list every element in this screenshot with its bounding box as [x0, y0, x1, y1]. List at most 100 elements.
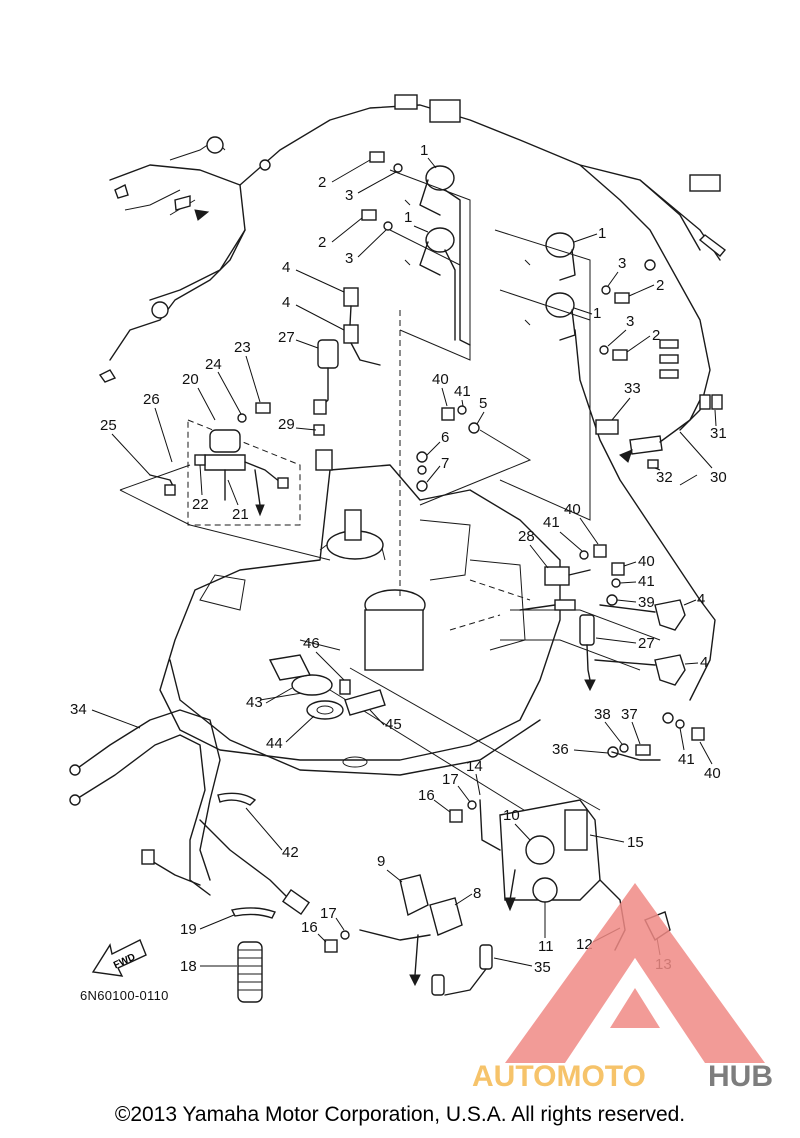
callout-3b: 3	[345, 229, 387, 267]
svg-text:4: 4	[700, 654, 708, 671]
svg-text:17: 17	[320, 905, 337, 922]
svg-text:41: 41	[678, 751, 695, 768]
callout-4b: 4	[282, 294, 345, 331]
callout-40b: 40	[564, 501, 599, 545]
svg-text:3: 3	[345, 250, 353, 267]
callout-42: 42	[245, 807, 299, 861]
callout-3d: 3	[607, 313, 634, 347]
svg-text:28: 28	[518, 528, 535, 545]
callout-31: 31	[710, 409, 727, 442]
callout-23: 23	[234, 339, 261, 403]
callout-4d: 4	[684, 654, 708, 671]
ignition-coils	[404, 165, 701, 601]
callout-11: 11	[538, 902, 554, 955]
watermark-triangle-icon	[505, 883, 765, 1063]
callout-40d: 40	[699, 741, 721, 782]
callout-6: 6	[426, 429, 449, 456]
callout-38: 38	[594, 706, 623, 745]
callout-1b: 1	[404, 209, 429, 233]
callout-28: 28	[518, 528, 549, 569]
svg-text:2: 2	[652, 327, 660, 344]
svg-text:25: 25	[100, 417, 117, 434]
svg-text:1: 1	[598, 225, 606, 242]
svg-text:1: 1	[420, 142, 428, 159]
callout-27a: 27	[278, 329, 319, 349]
svg-text:43: 43	[246, 694, 263, 711]
svg-text:2: 2	[318, 174, 326, 191]
callout-43: 43	[246, 687, 293, 711]
callout-1c: 1	[573, 225, 606, 243]
svg-text:32: 32	[656, 469, 673, 486]
callout-39: 39	[616, 594, 655, 611]
fasteners	[237, 151, 705, 953]
svg-text:2: 2	[318, 234, 326, 251]
svg-text:1: 1	[593, 305, 601, 322]
svg-text:38: 38	[594, 706, 611, 723]
callout-44: 44	[266, 715, 315, 752]
callout-40a: 40	[432, 371, 449, 407]
svg-text:7: 7	[441, 455, 449, 472]
right-connectors	[595, 339, 723, 469]
callout-3a: 3	[345, 171, 397, 204]
callout-2a: 2	[318, 159, 371, 191]
svg-text:17: 17	[442, 771, 459, 788]
callout-4a: 4	[282, 259, 345, 293]
callout-46: 46	[303, 635, 345, 681]
middle-right-parts	[519, 566, 716, 761]
svg-text:34: 34	[70, 701, 87, 718]
svg-text:27: 27	[638, 635, 655, 652]
svg-text:42: 42	[282, 844, 299, 861]
svg-text:35: 35	[534, 959, 551, 976]
svg-text:33: 33	[624, 380, 641, 397]
callout-45: 45	[369, 709, 402, 733]
svg-text:3: 3	[626, 313, 634, 330]
svg-text:29: 29	[278, 416, 295, 433]
callout-14: 14	[466, 758, 483, 796]
callout-8: 8	[454, 885, 481, 906]
svg-text:1: 1	[404, 209, 412, 226]
callout-16b: 16	[301, 919, 327, 943]
svg-text:40: 40	[638, 553, 655, 570]
grommets	[268, 654, 386, 720]
battery-cables	[69, 709, 311, 1003]
callouts: 1 1 1 1 2 2 2 2 3 3 3 3 4 4 4 4 5 6 7 8 …	[70, 142, 727, 976]
svg-text:3: 3	[345, 187, 353, 204]
fuse-holders	[313, 287, 381, 471]
svg-text:40: 40	[564, 501, 581, 518]
main-harness	[98, 94, 727, 431]
svg-text:27: 27	[278, 329, 295, 346]
svg-text:24: 24	[205, 356, 222, 373]
callout-18: 18	[180, 958, 237, 975]
copyright-notice: ©2013 Yamaha Motor Corporation, U.S.A. A…	[114, 1103, 686, 1126]
svg-text:18: 18	[180, 958, 197, 975]
callout-26: 26	[143, 391, 173, 463]
svg-text:31: 31	[710, 425, 727, 442]
svg-text:44: 44	[266, 735, 283, 752]
callout-2b: 2	[318, 217, 363, 251]
callout-7: 7	[426, 455, 449, 483]
svg-text:2: 2	[656, 277, 664, 294]
callout-36: 36	[552, 741, 609, 758]
diagram-code: 6N60100-0110	[80, 988, 169, 1003]
svg-text:23: 23	[234, 339, 251, 356]
callout-4c: 4	[683, 591, 705, 608]
svg-text:26: 26	[143, 391, 160, 408]
callout-17b: 17	[320, 905, 345, 931]
callout-27b: 27	[595, 635, 655, 652]
svg-text:40: 40	[704, 765, 721, 782]
svg-text:36: 36	[552, 741, 569, 758]
callout-41d: 41	[678, 727, 695, 768]
callout-2d: 2	[626, 327, 660, 353]
svg-text:39: 39	[638, 594, 655, 611]
svg-text:9: 9	[377, 853, 385, 870]
svg-text:45: 45	[385, 716, 402, 733]
spring	[237, 941, 263, 1003]
switch-panel	[359, 799, 671, 996]
callout-37: 37	[621, 706, 641, 745]
callout-10: 10	[503, 807, 531, 841]
svg-text:11: 11	[538, 938, 554, 955]
svg-text:4: 4	[282, 294, 290, 311]
svg-text:15: 15	[627, 834, 644, 851]
callout-29: 29	[278, 416, 317, 433]
callout-3c: 3	[607, 255, 626, 287]
